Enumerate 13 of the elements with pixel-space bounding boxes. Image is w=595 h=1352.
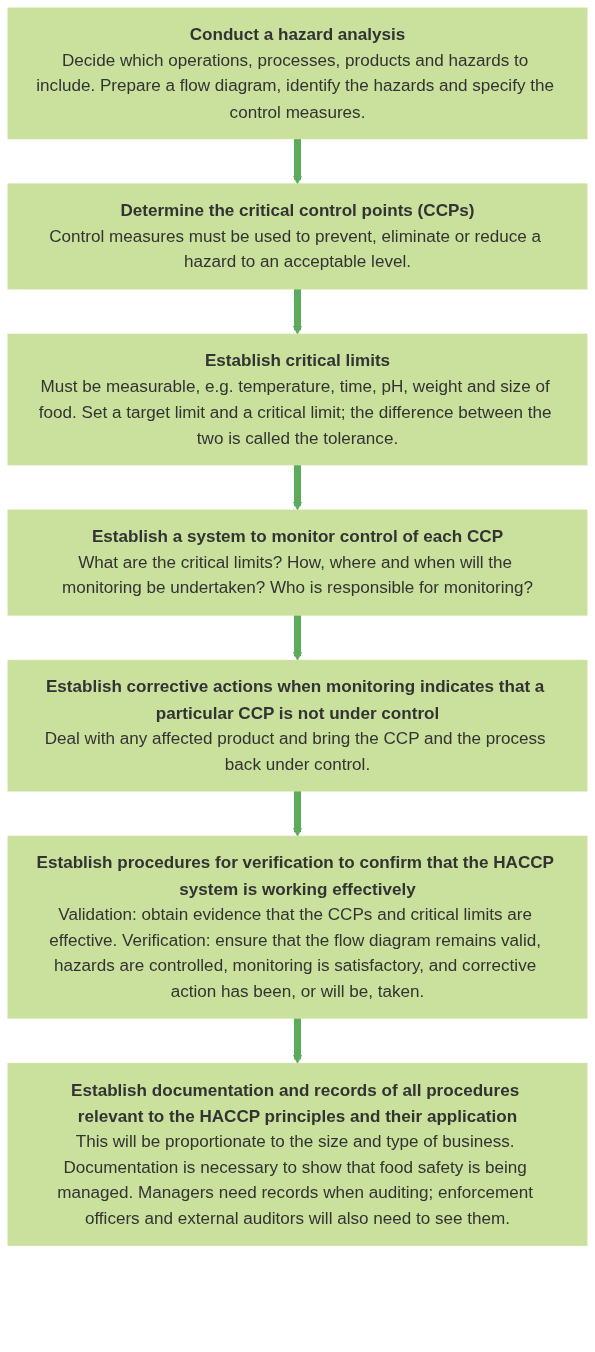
arrow <box>293 791 302 837</box>
node-box: Conduct a hazard analysis Decide which operations, processes, products and hazards to include. Prepare a flow diagram, identify the hazards and specify the control measures. <box>7 7 588 140</box>
node-box: Establish documentation and records of all procedures relevant to the HACCP principles and their application This will be proportionate to the size and type of business. Documentation is necessary to show that food safety is being managed. Managers need records when auditing; enforcement officers and external auditors will also need to see them. <box>7 1062 588 1246</box>
arrow <box>293 288 302 335</box>
node-box: Determine the critical control points (CCPs) Control measures must be used to prevent, eliminate or reduce a hazard to an acceptable level. <box>7 183 588 290</box>
node-box: Establish procedures for verification to confirm that the HACCP system is working effectively Validation: obtain evidence that the CCPs and critical limits are effective. Verification: ensure that the flow diagram remains valid, hazards are controlled, monitoring is satisfactory, and corrective action has been, or will be, taken. <box>7 835 588 1019</box>
arrow <box>293 1018 302 1064</box>
arrow <box>293 615 302 661</box>
arrow <box>293 138 302 185</box>
arrow <box>293 464 302 511</box>
node-box: Establish critical limits Must be measurable, e.g. temperature, time, pH, weight and size of food. Set a target limit and a critical limit; the difference between the two is called the tolerance. <box>7 333 588 466</box>
node-box: Establish corrective actions when monitoring indicates that a particular CCP is not under control Deal with any affected product and bring the CCP and the process back under control. <box>7 659 588 792</box>
node-box: Establish a system to monitor control of each CCP What are the critical limits? How, where and when will the monitoring be undertaken? Who is responsible for monitoring? <box>7 509 588 616</box>
